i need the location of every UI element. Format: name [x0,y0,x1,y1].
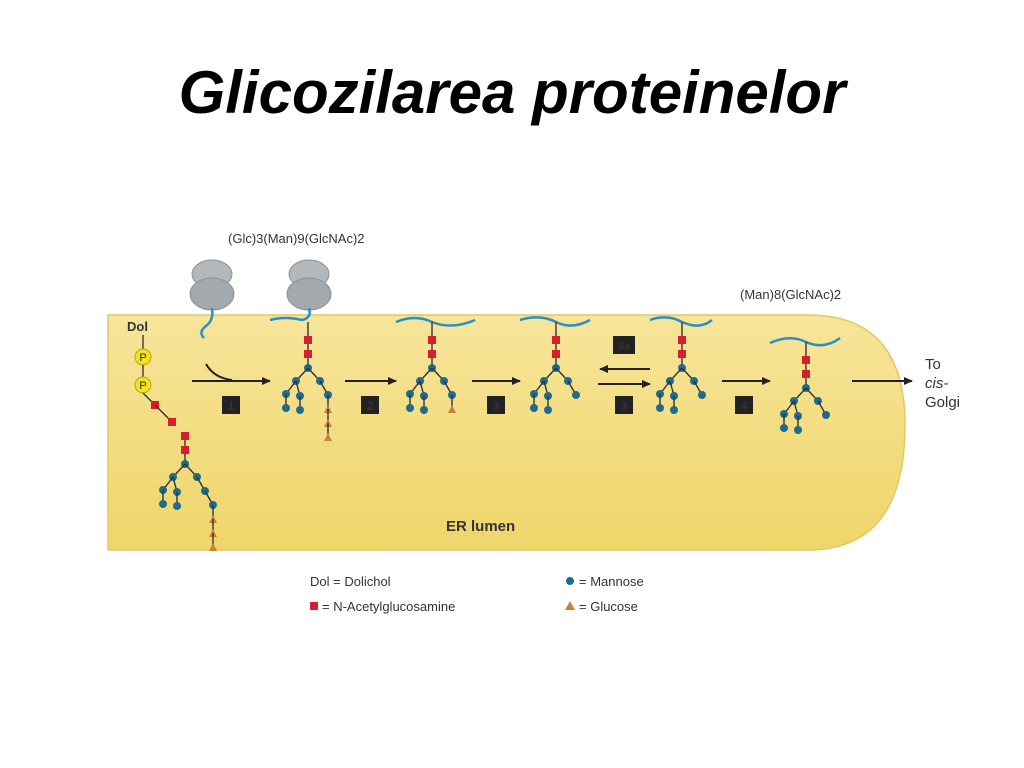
mannose-residue [780,424,788,432]
mannose-residue [544,406,552,414]
mannose-residue [296,406,304,414]
destination-line-2: cis- [925,375,948,392]
step-3-box: 3 [487,396,505,414]
mannose-residue [159,500,167,508]
glcnac-residue [552,350,560,358]
mannose-residue [656,404,664,412]
mannose-residue [822,411,830,419]
legend-glucose-swatch [565,601,575,610]
mannose-residue [420,406,428,414]
destination-line-1: To [925,356,941,373]
right-oligosaccharide-label: (Man)8(GlcNAc)2 [740,287,841,302]
ribosome-1 [189,259,235,311]
glcnac-residue [428,336,436,344]
legend: Dol = Dolichol = N-Acetylglucosamine = M… [310,574,644,614]
svg-text:1: 1 [228,399,235,413]
mannose-residue [282,404,290,412]
dol-label: Dol [127,319,148,334]
protein-chain-1 [200,307,214,339]
glcnac-residue [802,356,810,364]
step-4-box: 4 [735,396,753,414]
mannose-residue [173,502,181,510]
legend-glcnac-swatch [310,602,318,610]
mannose-residue [406,404,414,412]
glcnac-residue [304,350,312,358]
legend-glcnac: = N-Acetylglucosamine [322,599,455,614]
er-lumen [107,314,906,551]
mannose-residue [530,404,538,412]
ribosome-2 [286,259,332,311]
mannose-residue [794,426,802,434]
glucose-residue [209,543,217,551]
glcnac-residue [304,336,312,344]
glcnac-residue [678,350,686,358]
glucose-residue [448,405,456,413]
step-1-box: 1 [222,396,240,414]
glcnac-residue [181,432,189,440]
protein-chain-2 [269,307,311,322]
er-lumen-label: ER lumen [446,518,515,535]
destination-line-3: Golgi [925,394,960,411]
slide-title: Glicozilarea proteinelor [178,59,846,126]
legend-mannose: = Mannose [579,574,644,589]
svg-text:4: 4 [741,399,748,413]
step-2-box: 2 [361,396,379,414]
mannose-residue [670,406,678,414]
glcnac-residue [802,370,810,378]
mannose-residue [698,391,706,399]
transfer-curve-arrow [205,363,233,381]
phosphate-1-label: P [139,352,146,364]
svg-text:2: 2 [367,399,374,413]
svg-text:3: 3 [493,399,500,413]
legend-mannose-swatch [566,577,574,585]
top-oligosaccharide-label: (Glc)3(Man)9(GlcNAc)2 [228,231,365,246]
legend-glucose: = Glucose [579,599,638,614]
glcnac-residue [428,350,436,358]
legend-dolichol: Dol = Dolichol [310,574,391,589]
phosphate-2-label: P [139,380,146,392]
glcnac-residue [552,336,560,344]
glcnac-residue [678,336,686,344]
glcnac-residue [168,418,176,426]
step-3a-box: 3a [613,336,635,354]
svg-text:3: 3 [621,399,628,413]
glcnac-residue [181,446,189,454]
svg-text:3a: 3a [618,341,631,353]
mannose-residue [572,391,580,399]
step-3-second-box: 3 [615,396,633,414]
glucose-residue [324,433,332,441]
